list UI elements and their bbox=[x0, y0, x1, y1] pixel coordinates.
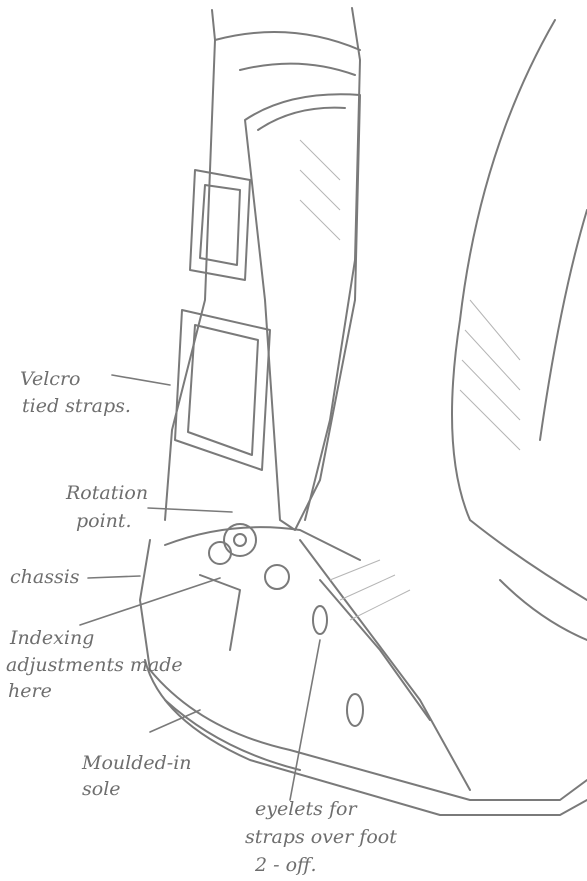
label-sole-line2: sole bbox=[82, 778, 121, 800]
label-chassis: chassis bbox=[10, 566, 80, 588]
velcro-strap-upper bbox=[190, 170, 250, 280]
label-rotation-line1: Rotation bbox=[66, 482, 148, 504]
label-indexing-line3: here bbox=[8, 680, 52, 702]
moulded-sole bbox=[145, 660, 587, 815]
label-indexing-line2: adjustments made bbox=[6, 654, 183, 676]
rotation-hub bbox=[200, 524, 289, 650]
calf-outline bbox=[452, 20, 587, 640]
chassis-shell bbox=[140, 527, 587, 800]
label-rotation-line2: point. bbox=[76, 510, 132, 532]
leg-sleeve bbox=[165, 8, 360, 520]
label-velcro-line1: Velcro bbox=[20, 368, 80, 390]
label-velcro-line2: tied straps. bbox=[22, 395, 131, 417]
shading-hatching bbox=[300, 140, 520, 620]
label-eyelets-line1: eyelets for bbox=[255, 798, 357, 820]
label-indexing-line1: Indexing bbox=[10, 627, 94, 649]
label-sole-line1: Moulded-in bbox=[82, 752, 192, 774]
foot-straps bbox=[300, 540, 470, 790]
label-eyelets-line2: straps over foot bbox=[245, 826, 397, 848]
velcro-strap-lower bbox=[175, 310, 270, 470]
label-eyelets-line3: 2 - off. bbox=[255, 854, 317, 876]
